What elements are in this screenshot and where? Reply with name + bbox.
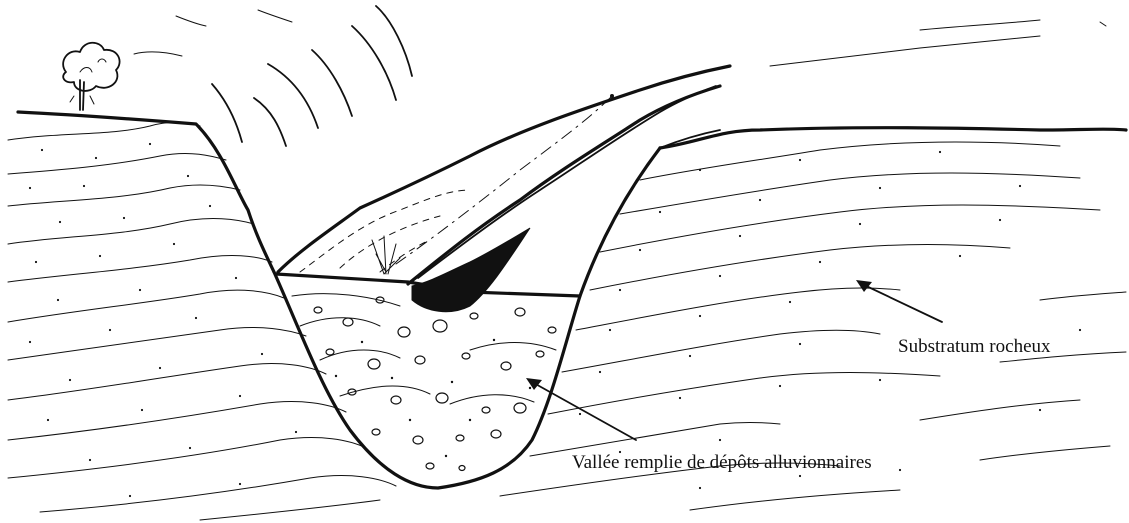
river-axis-line: [396, 94, 614, 264]
right-strata-dots: [579, 151, 1081, 489]
air-arcs: [134, 6, 412, 146]
tree-sketch: [63, 43, 119, 110]
bedrock-label: Substratum rocheux: [898, 336, 1051, 358]
grass-tuft: [372, 236, 400, 274]
river-channel-perspective: [278, 66, 730, 312]
alluvial-fill: [292, 294, 556, 471]
distant-hills: [770, 20, 1106, 66]
alluvial-valley-label: Vallée remplie de dépôts alluvionnaires: [572, 452, 872, 474]
leader-arrow-alluvial: [526, 378, 636, 440]
left-bedrock-strata: [8, 122, 396, 520]
pebbles: [314, 297, 556, 471]
leader-arrow-bedrock: [856, 280, 942, 322]
